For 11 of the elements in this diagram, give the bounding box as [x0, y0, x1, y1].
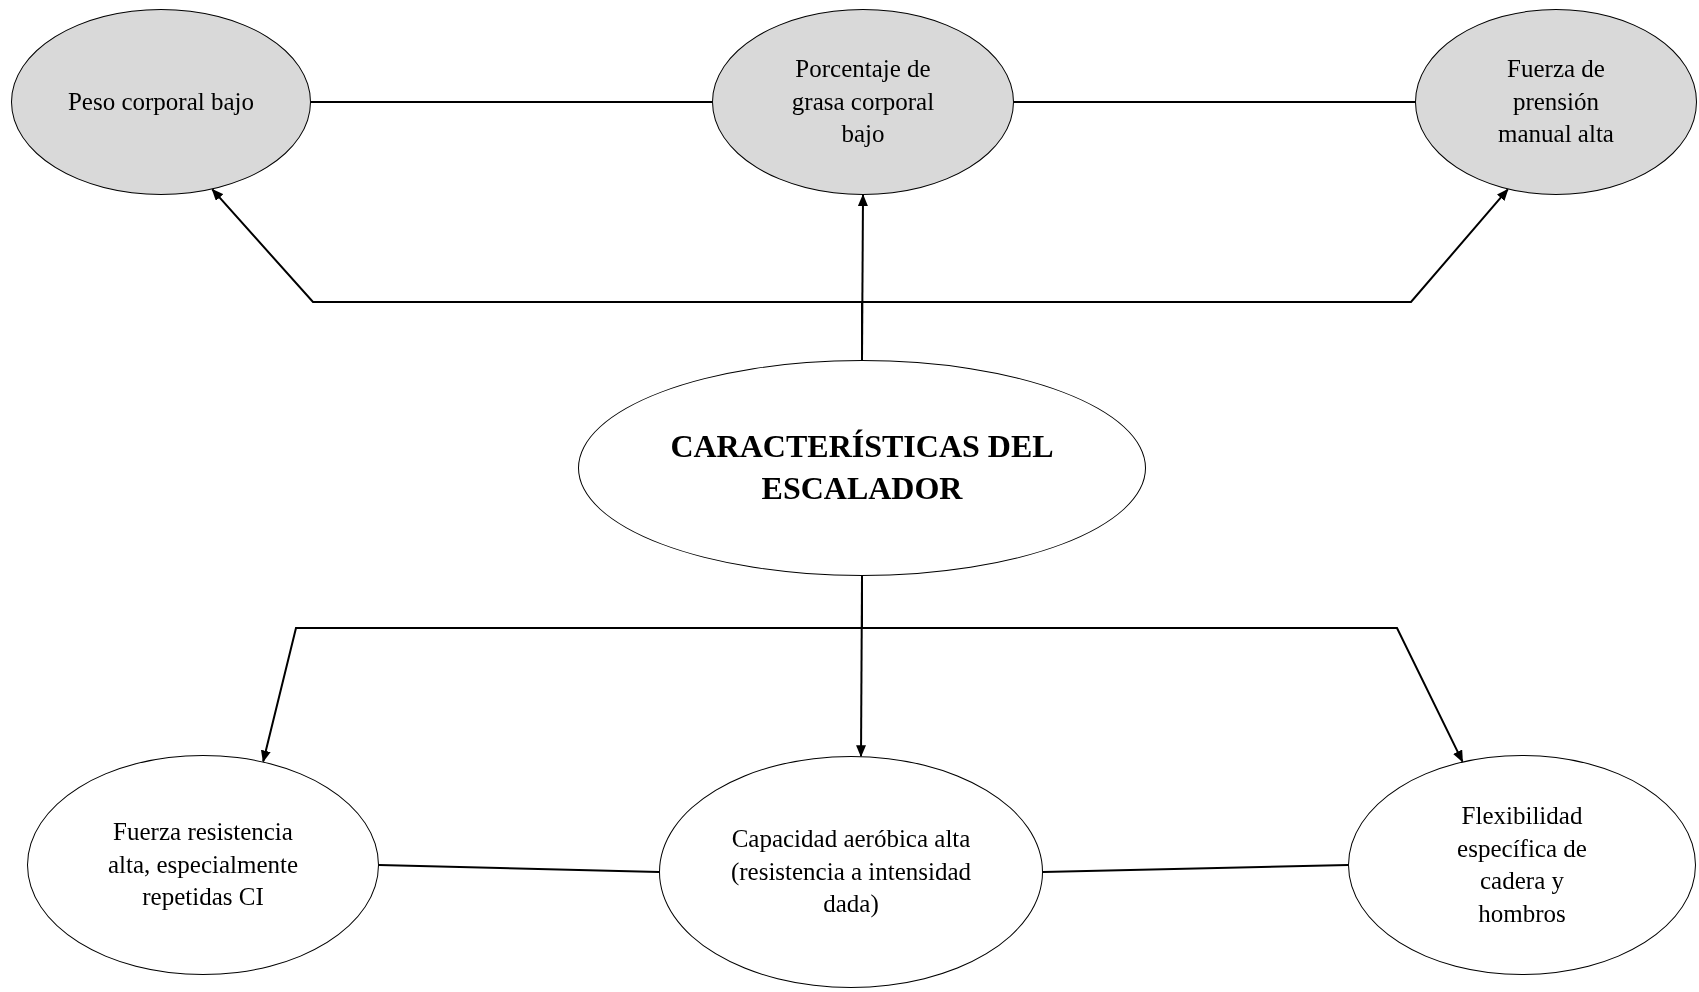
node-label: CARACTERÍSTICAS DEL ESCALADOR — [669, 427, 1055, 508]
connector-line — [378, 864, 660, 873]
node-label: Fuerza de prensión manual alta — [1497, 54, 1615, 150]
node-label: Porcentaje de grasa corporal bajo — [790, 54, 936, 150]
node-label: Peso corporal bajo — [66, 86, 256, 117]
node-label: Flexibilidad específica de cadera y hombros — [1456, 801, 1588, 929]
node-label: Capacidad aeróbica alta (resistencia a intensidad dada) — [729, 824, 973, 920]
node-label: Fuerza resistencia alta, especialmente repetidas CI — [106, 817, 300, 913]
connector-line — [1042, 864, 1349, 873]
connector-line — [310, 101, 713, 103]
connector-line — [1013, 101, 1416, 103]
